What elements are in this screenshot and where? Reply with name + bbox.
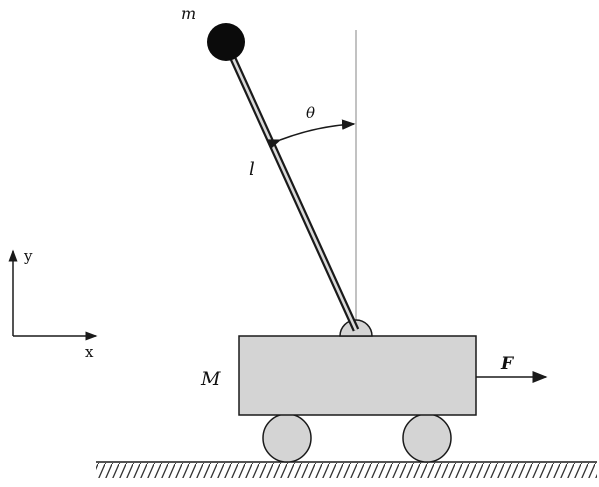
ground — [96, 461, 597, 478]
label-force: F — [500, 354, 515, 374]
pendulum-rod — [222, 41, 360, 332]
cart-wheel-right — [402, 413, 452, 463]
angle-arc — [266, 119, 356, 150]
cart-wheel-left — [262, 413, 312, 463]
label-angle: θ — [306, 104, 315, 122]
label-axis-x: x — [85, 343, 94, 361]
coordinate-axes — [8, 249, 98, 341]
label-cart-mass: M — [200, 368, 221, 390]
label-pendulum-mass: m — [181, 4, 196, 23]
label-axis-y: y — [23, 247, 33, 265]
label-rod-length: l — [249, 159, 255, 180]
cart-body — [238, 335, 477, 416]
pendulum-bob — [207, 23, 245, 61]
